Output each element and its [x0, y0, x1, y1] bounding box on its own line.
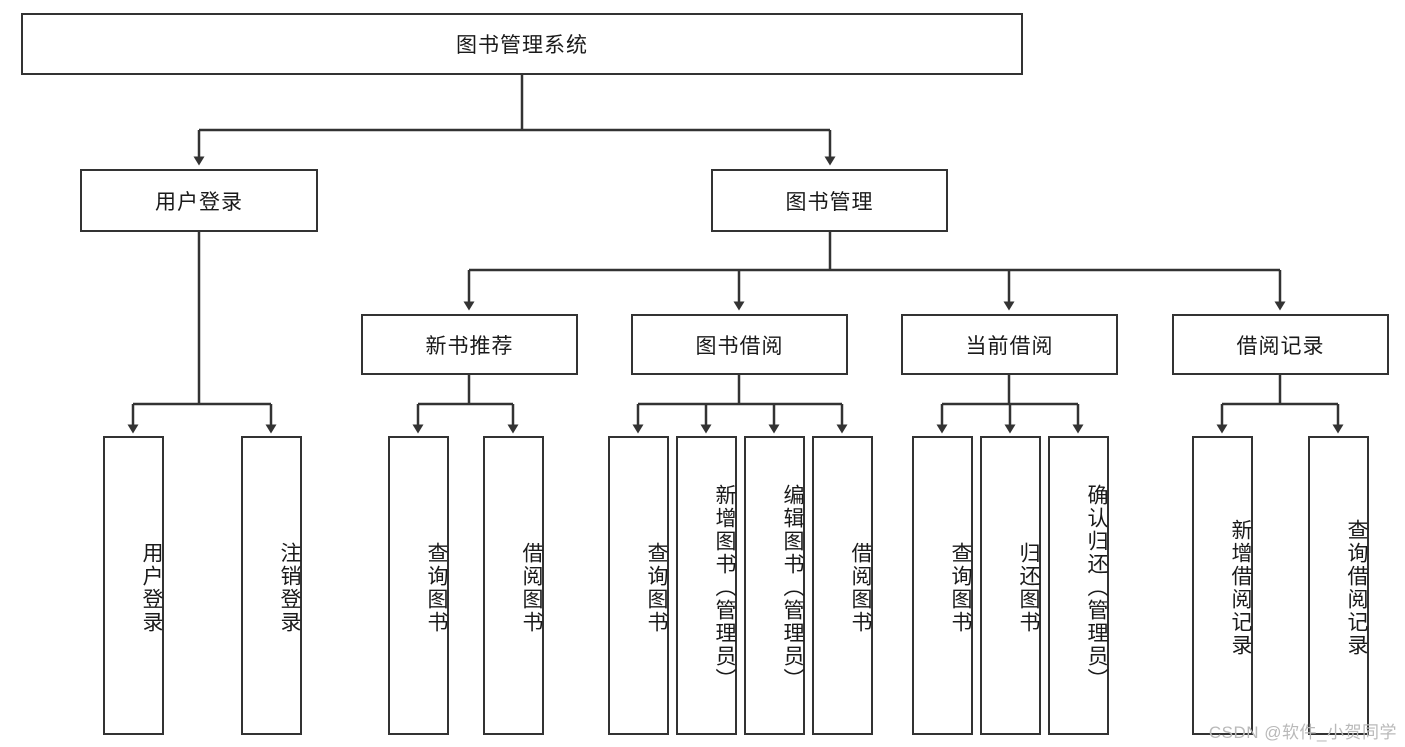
node-leaf-query-book-3[interactable]: 查询图书: [912, 436, 973, 735]
node-leaf-confirm-return-admin[interactable]: 确认归还（管理员）: [1048, 436, 1109, 735]
node-leaf-query-book-1-label: 查询图书: [425, 541, 448, 634]
node-new-book-recommend[interactable]: 新书推荐: [361, 314, 578, 375]
node-new-book-recommend-label: 新书推荐: [425, 334, 514, 358]
node-leaf-borrow-book-2-label: 借阅图书: [849, 541, 872, 634]
node-root-label: 图书管理系统: [456, 34, 588, 57]
node-leaf-user-login[interactable]: 用户登录: [103, 436, 164, 735]
node-book-manage[interactable]: 图书管理: [711, 169, 948, 232]
node-leaf-confirm-return-admin-label: 确认归还（管理员）: [1085, 484, 1108, 691]
node-leaf-borrow-book-1-label: 借阅图书: [520, 541, 543, 634]
node-leaf-query-book-2-label: 查询图书: [645, 541, 668, 634]
node-leaf-edit-book-admin-label: 编辑图书（管理员）: [781, 484, 804, 691]
node-leaf-add-book-admin[interactable]: 新增图书（管理员）: [676, 436, 737, 735]
node-leaf-query-borrow-record-label: 查询借阅记录: [1345, 518, 1368, 657]
node-book-manage-label: 图书管理: [785, 190, 874, 214]
node-current-borrow-label: 当前借阅: [965, 334, 1054, 358]
node-leaf-edit-book-admin[interactable]: 编辑图书（管理员）: [744, 436, 805, 735]
node-root[interactable]: 图书管理系统: [21, 13, 1023, 75]
node-leaf-query-book-1[interactable]: 查询图书: [388, 436, 449, 735]
node-leaf-borrow-book-2[interactable]: 借阅图书: [812, 436, 873, 735]
node-user-login[interactable]: 用户登录: [80, 169, 318, 232]
node-leaf-return-book[interactable]: 归还图书: [980, 436, 1041, 735]
node-user-login-label: 用户登录: [155, 190, 243, 214]
node-leaf-query-book-2[interactable]: 查询图书: [608, 436, 669, 735]
node-leaf-add-borrow-record[interactable]: 新增借阅记录: [1192, 436, 1253, 735]
node-leaf-return-book-label: 归还图书: [1017, 541, 1040, 634]
node-leaf-borrow-book-1[interactable]: 借阅图书: [483, 436, 544, 735]
node-current-borrow[interactable]: 当前借阅: [901, 314, 1118, 375]
node-book-borrow-label: 图书借阅: [695, 334, 784, 358]
node-borrow-record[interactable]: 借阅记录: [1172, 314, 1389, 375]
node-leaf-logout-login[interactable]: 注销登录: [241, 436, 302, 735]
node-book-borrow[interactable]: 图书借阅: [631, 314, 848, 375]
node-borrow-record-label: 借阅记录: [1236, 334, 1325, 358]
node-leaf-query-book-3-label: 查询图书: [949, 541, 972, 634]
node-leaf-query-borrow-record[interactable]: 查询借阅记录: [1308, 436, 1369, 735]
node-leaf-logout-login-label: 注销登录: [278, 541, 301, 634]
node-leaf-add-book-admin-label: 新增图书（管理员）: [713, 484, 736, 691]
node-leaf-user-login-label: 用户登录: [140, 541, 163, 634]
node-leaf-add-borrow-record-label: 新增借阅记录: [1229, 518, 1252, 657]
